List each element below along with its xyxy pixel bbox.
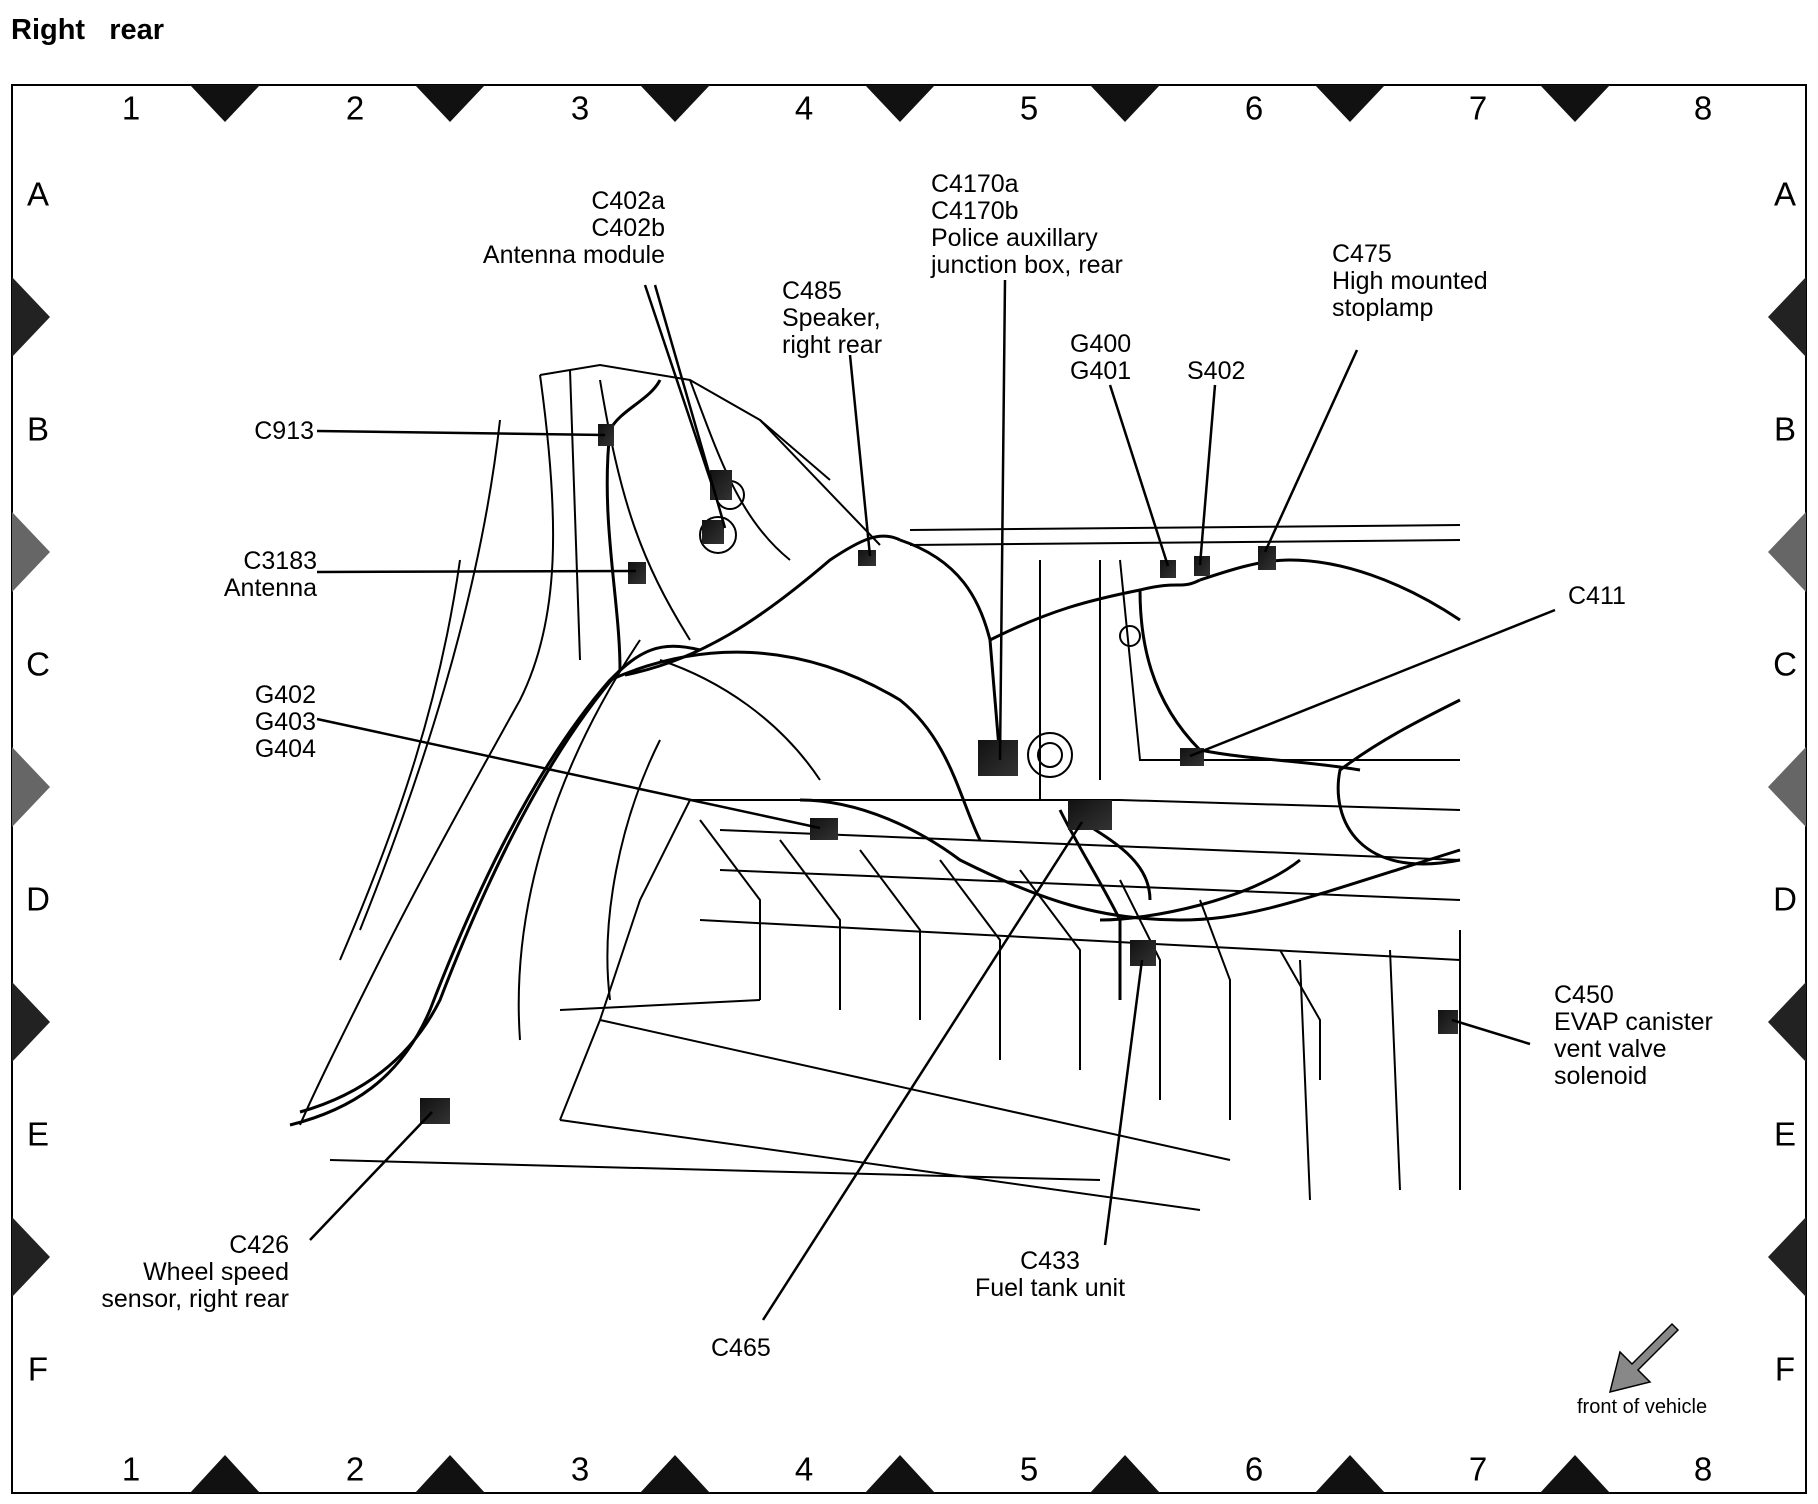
grid-col-label: 1 bbox=[121, 89, 141, 127]
callout-c3183: C3183 Antenna bbox=[223, 547, 317, 602]
bottom-grid-markers bbox=[190, 1455, 1610, 1493]
grid-col-label: 8 bbox=[1693, 1450, 1713, 1488]
callout-c475: C475 High mounted stoplamp bbox=[1332, 240, 1488, 322]
body-structure bbox=[299, 363, 1461, 1211]
connector-markers bbox=[420, 424, 1458, 1124]
left-grid-markers bbox=[12, 277, 50, 1297]
grid-row-label: F bbox=[27, 1350, 49, 1388]
grid-col-label: 8 bbox=[1693, 89, 1713, 127]
grid-row-label: D bbox=[26, 880, 50, 918]
callout-c402: C402a C402b Antenna module bbox=[482, 187, 665, 269]
callout-c450: C450 EVAP canister vent valve solenoid bbox=[1554, 981, 1713, 1090]
page-title: Right rear bbox=[11, 14, 165, 46]
grid-row-label: E bbox=[26, 1115, 50, 1153]
callout-c485: C485 Speaker, right rear bbox=[782, 277, 883, 359]
callout-s402: S402 bbox=[1187, 357, 1246, 385]
callout-c913: C913 bbox=[254, 417, 314, 445]
grid-row-label: D bbox=[1773, 880, 1797, 918]
front-of-vehicle-note: front of vehicle bbox=[1577, 1396, 1708, 1418]
grid-col-label: 7 bbox=[1468, 89, 1488, 127]
leader-lines bbox=[309, 279, 1556, 1321]
wiring-harness bbox=[289, 379, 1461, 1127]
callout-c426: C426 Wheel speed sensor, right rear bbox=[101, 1231, 289, 1313]
callout-g400: G400 G401 bbox=[1070, 330, 1132, 385]
grid-col-label: 1 bbox=[121, 1450, 141, 1488]
grid-col-label: 4 bbox=[794, 1450, 814, 1488]
callout-c433: C433 Fuel tank unit bbox=[974, 1247, 1126, 1302]
grid-col-label: 3 bbox=[570, 89, 590, 127]
top-grid-markers bbox=[190, 85, 1610, 122]
grid-row-label: C bbox=[1773, 645, 1797, 683]
grid-col-label: 3 bbox=[570, 1450, 590, 1488]
grid-col-label: 4 bbox=[794, 89, 814, 127]
grid-row-label: C bbox=[26, 645, 50, 683]
grid-col-label: 6 bbox=[1244, 89, 1264, 127]
callout-c411: C411 bbox=[1568, 582, 1626, 610]
grid-col-label: 7 bbox=[1468, 1450, 1488, 1488]
front-arrow-icon bbox=[1608, 1322, 1680, 1394]
grid-row-label: A bbox=[1773, 175, 1797, 213]
grid-row-label: B bbox=[26, 410, 50, 448]
grid-row-label: F bbox=[1774, 1350, 1796, 1388]
grid-col-label: 2 bbox=[345, 1450, 365, 1488]
callout-c465: C465 bbox=[711, 1334, 771, 1362]
grid-row-label: A bbox=[26, 175, 50, 213]
grid-col-label: 5 bbox=[1019, 1450, 1039, 1488]
grid-row-label: B bbox=[1773, 410, 1797, 448]
grid-col-label: 5 bbox=[1019, 89, 1039, 127]
grid-col-label: 2 bbox=[345, 89, 365, 127]
grid-col-label: 6 bbox=[1244, 1450, 1264, 1488]
callout-c4170: C4170a C4170b Police auxillary junction … bbox=[931, 170, 1123, 279]
callout-g402: G402 G403 G404 bbox=[254, 681, 316, 763]
right-grid-markers bbox=[1768, 277, 1806, 1297]
grid-row-label: E bbox=[1773, 1115, 1797, 1153]
